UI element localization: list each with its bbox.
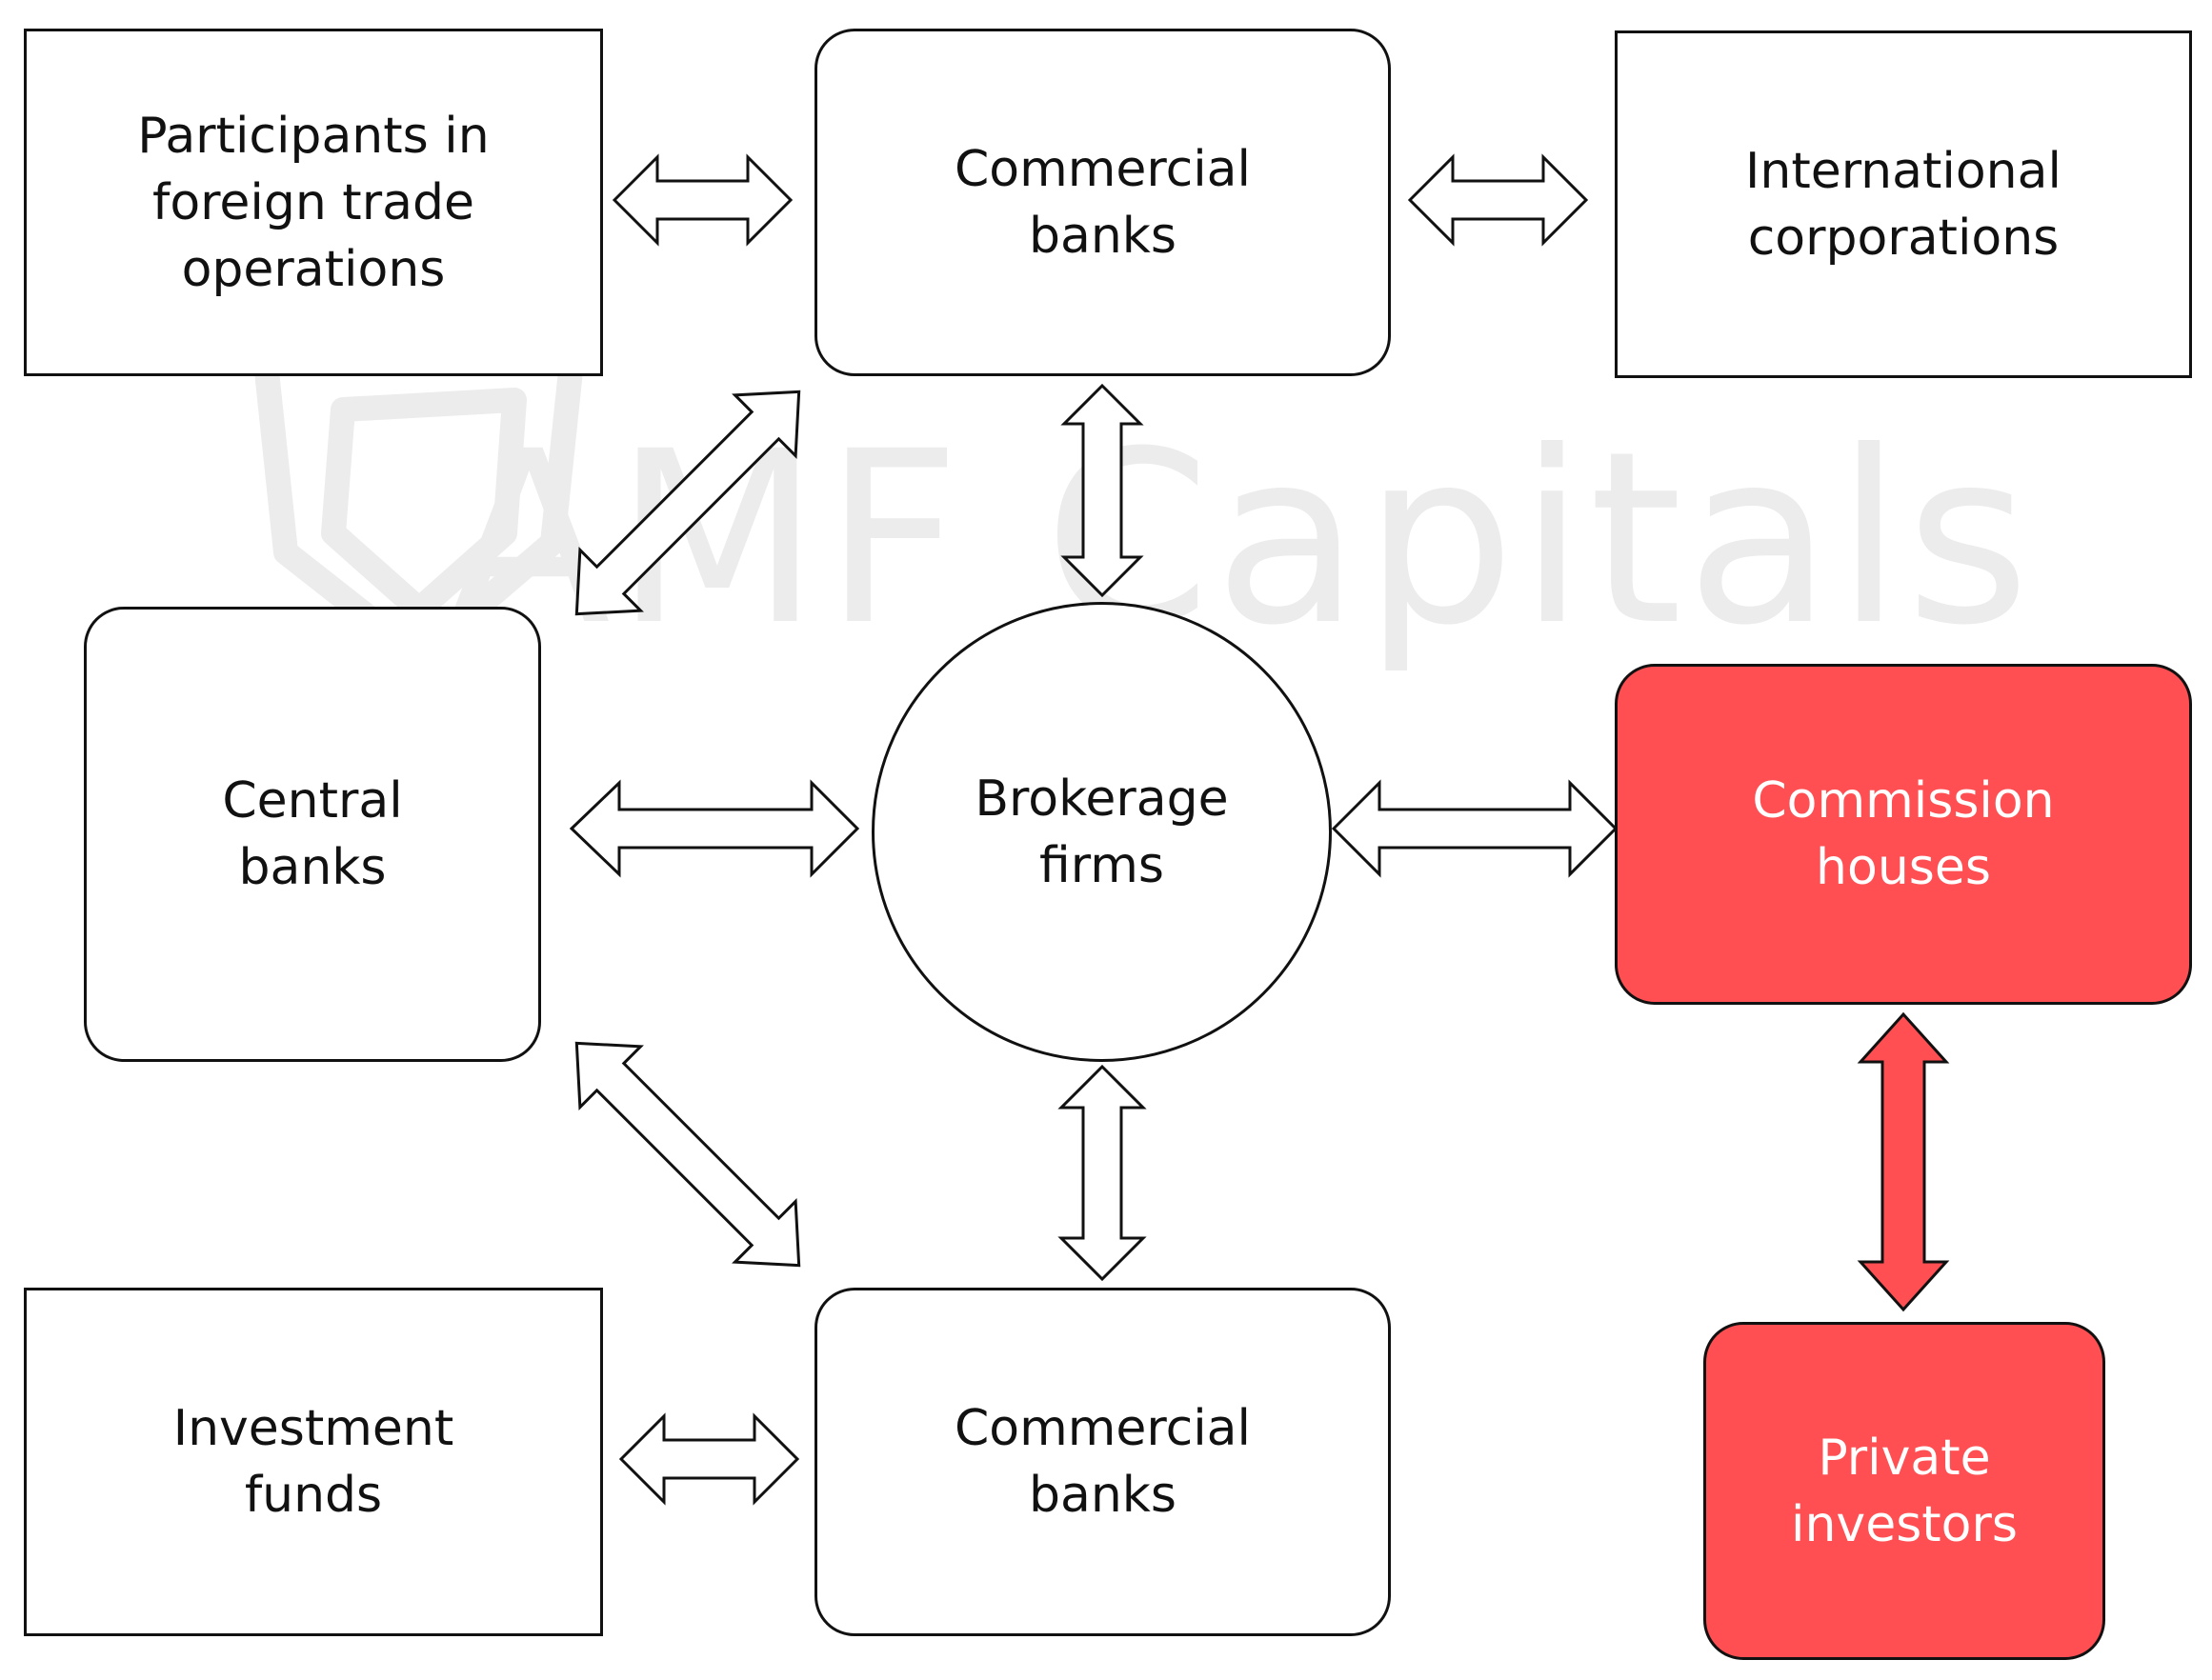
node-private-investors: Private investors (1703, 1322, 2105, 1660)
node-brokerage-firms-label: Brokerage firms (975, 770, 1229, 894)
arrow-participants-commercial-top (612, 153, 794, 247)
arrow-central-commercial-bottom (574, 1041, 801, 1268)
node-international-corporations-label: International corporations (1745, 142, 2061, 267)
node-investment-funds: Investment funds (24, 1288, 603, 1636)
node-brokerage-firms: Brokerage firms (872, 602, 1332, 1062)
arrow-brokerage-commission (1331, 779, 1619, 878)
node-commercial-banks-top-label: Commercial banks (954, 140, 1251, 265)
node-central-banks: Central banks (84, 607, 541, 1062)
arrow-commercial-top-international (1407, 153, 1589, 247)
node-commission-houses: Commission houses (1615, 664, 2192, 1005)
node-central-banks-label: Central banks (222, 772, 403, 896)
arrow-commercial-top-brokerage (1060, 383, 1144, 598)
node-international-corporations: International corporations (1615, 30, 2192, 378)
node-commercial-banks-top: Commercial banks (814, 29, 1391, 376)
node-commercial-banks-bottom: Commercial banks (814, 1288, 1391, 1636)
node-commission-houses-label: Commission houses (1752, 772, 2055, 896)
arrow-investment-commercial-bottom (618, 1412, 800, 1506)
node-participants: Participants in foreign trade operations (24, 29, 603, 376)
arrow-brokerage-commercial-bottom (1057, 1064, 1147, 1282)
arrow-commission-private (1857, 1011, 1950, 1312)
node-investment-funds-label: Investment funds (172, 1400, 454, 1524)
node-participants-label: Participants in foreign trade operations (137, 107, 490, 298)
arrow-commercial-top-central (574, 390, 801, 616)
node-private-investors-label: Private investors (1791, 1429, 2018, 1553)
node-commercial-banks-bottom-label: Commercial banks (954, 1400, 1251, 1524)
watermark-text: AMF Capitals (448, 400, 2034, 677)
arrow-central-brokerage (569, 779, 860, 878)
